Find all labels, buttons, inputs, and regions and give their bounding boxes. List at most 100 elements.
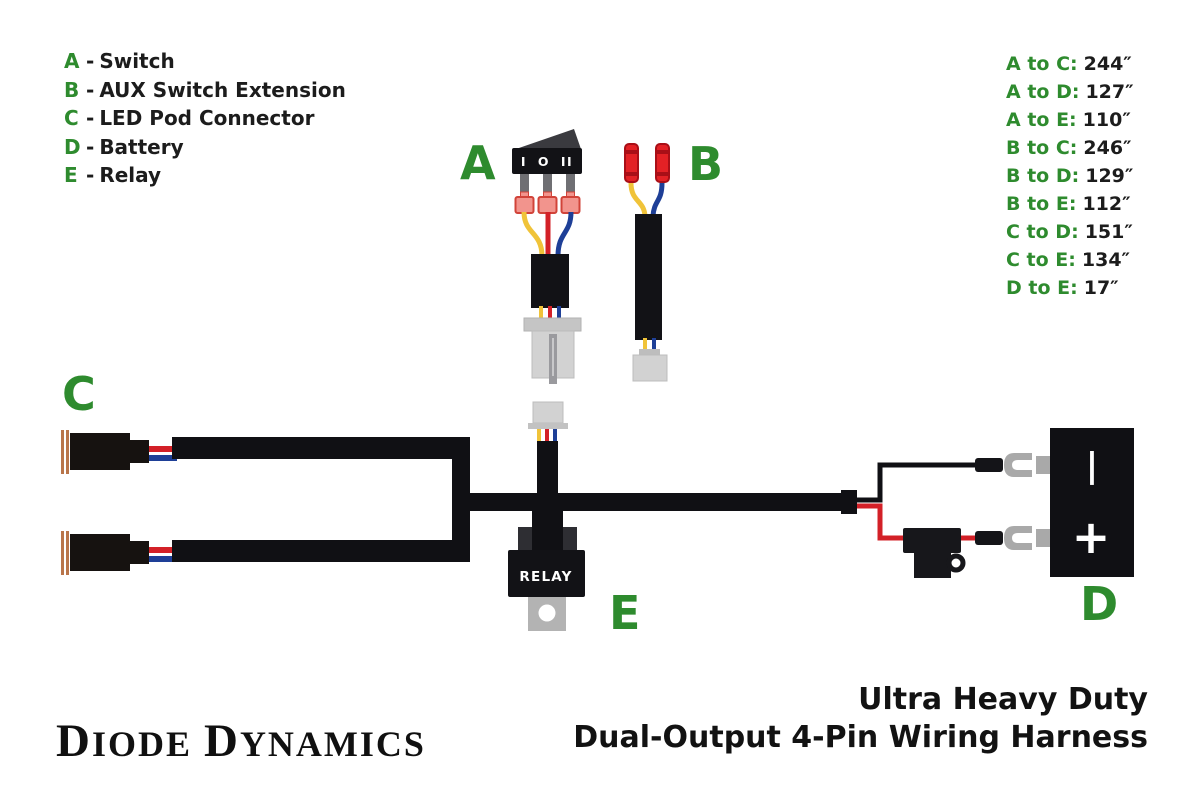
- measurement-item: C to E:134″: [1006, 246, 1134, 274]
- legend-key: B: [64, 77, 80, 102]
- part-label-relay: E: [609, 586, 641, 640]
- switch-body: [512, 148, 582, 174]
- pod-cable-bottom: [172, 540, 470, 562]
- logo-initial: D: [56, 715, 92, 767]
- fuse-holder-body: [903, 528, 961, 553]
- pod-connector-step: [130, 541, 149, 564]
- battery-positive-symbol: +: [1072, 510, 1111, 564]
- measurement-value: 112″: [1082, 193, 1131, 215]
- relay-assembly: RELAY: [508, 511, 585, 631]
- measurement-value: 129″: [1085, 165, 1134, 187]
- switch-drop-cable: [537, 441, 558, 494]
- legend-label: Relay: [99, 163, 162, 187]
- aux-connector-lip: [639, 349, 660, 355]
- measurement-pair: B to D:: [1006, 165, 1080, 187]
- main-harness-cables: [172, 437, 857, 562]
- battery-wire-black: [857, 462, 976, 503]
- fuse-holder-cap: [914, 553, 951, 578]
- switch-assembly: I O II: [512, 129, 582, 384]
- logo-text: IODE: [91, 724, 192, 764]
- mating-connector-flange: [528, 423, 568, 429]
- part-label-battery: D: [1080, 577, 1119, 631]
- switch-wire-yellow: [521, 211, 545, 257]
- switch-harness-sleeve: [531, 254, 569, 308]
- bullet-connectors-red: [624, 143, 670, 183]
- legend-label: LED Pod Connector: [99, 106, 315, 130]
- measurement-item: A to D:127″: [1006, 78, 1134, 106]
- relay-feed-sleeve: [532, 511, 563, 528]
- copper-ring: [61, 430, 64, 474]
- pod-connector-top: [61, 430, 177, 474]
- legend-separator: -: [86, 77, 95, 102]
- switch-terminals: [520, 174, 575, 192]
- measurement-value: 151″: [1084, 221, 1133, 243]
- battery-post-negative: [1036, 456, 1050, 474]
- crimp-sleeve-negative: [975, 458, 1003, 472]
- harness-side-connector: [528, 401, 568, 494]
- pod-connector-step: [130, 440, 149, 463]
- legend-key: E: [64, 163, 78, 187]
- legend-key: A: [64, 49, 80, 73]
- fuse-holder: [903, 528, 966, 578]
- pod-cable-top: [172, 437, 470, 459]
- mounting-hole: [538, 604, 556, 622]
- spade-terminal-negative: [1004, 453, 1032, 477]
- part-label-pod-connector: C: [62, 367, 96, 421]
- copper-ring: [66, 531, 69, 575]
- switch-connector-collar: [523, 317, 582, 332]
- measurement-pair: C to E:: [1006, 249, 1076, 271]
- wire-red: [149, 446, 177, 452]
- battery-negative-symbol: |: [1086, 446, 1098, 486]
- measurement-value: 134″: [1081, 249, 1131, 271]
- measurement-value: 246″: [1083, 137, 1132, 159]
- main-cable: [452, 493, 842, 511]
- measurement-value: 17″: [1083, 277, 1119, 299]
- pod-connector-bottom: [61, 531, 177, 575]
- battery-connections: | +: [857, 428, 1134, 578]
- measurement-pair: C to D:: [1006, 221, 1079, 243]
- spade-terminal-positive: [1004, 526, 1032, 550]
- relay-shoulder-left: [518, 527, 532, 550]
- measurement-pair: A to D:: [1006, 81, 1080, 103]
- logo-initial: D: [203, 715, 240, 767]
- legend: A-Switch B-AUX Switch Extension C-LED Po…: [64, 47, 346, 190]
- aux-harness-sleeve: [635, 214, 662, 340]
- measurements-list: A to C:244″ A to D:127″ A to E:110″ B to…: [1006, 50, 1134, 302]
- crimp-sleeve-positive: [975, 531, 1003, 545]
- measurement-pair: A to C:: [1006, 53, 1078, 75]
- legend-separator: -: [86, 49, 95, 73]
- legend-label: Battery: [99, 134, 184, 159]
- copper-ring: [66, 430, 69, 474]
- legend-key: D: [64, 134, 81, 159]
- battery-post-positive: [1036, 529, 1050, 547]
- measurement-value: 110″: [1082, 109, 1131, 131]
- aux-wire-blue: [650, 182, 665, 217]
- measurement-item: D to E:17″: [1006, 274, 1134, 302]
- part-label-aux-extension: B: [688, 137, 724, 191]
- wire-red: [149, 547, 177, 553]
- measurement-item: B to D:129″: [1006, 162, 1134, 190]
- measurement-item: B to C:246″: [1006, 134, 1134, 162]
- pod-connector-body: [70, 534, 130, 571]
- pod-connector-body: [70, 433, 130, 470]
- legend-item: D-Battery: [64, 133, 346, 162]
- measurement-pair: B to C:: [1006, 137, 1078, 159]
- legend-item: B-AUX Switch Extension: [64, 76, 346, 105]
- aux-connector-housing: [632, 354, 668, 382]
- measurement-value: 244″: [1083, 53, 1132, 75]
- wire-blue: [149, 556, 177, 562]
- legend-item: A-Switch: [64, 47, 346, 76]
- main-cable-end-cap: [841, 490, 857, 514]
- aux-extension-assembly: [624, 143, 670, 382]
- product-title-line2: Dual-Output 4-Pin Wiring Harness: [573, 720, 1148, 755]
- measurement-pair: B to E:: [1006, 193, 1077, 215]
- measurement-pair: D to E:: [1006, 277, 1078, 299]
- battery-box: [1050, 428, 1134, 577]
- switch-crimp-connectors: [514, 191, 581, 214]
- part-label-switch: A: [460, 136, 496, 190]
- measurement-item: A to C:244″: [1006, 50, 1134, 78]
- legend-item: E-Relay: [64, 161, 346, 190]
